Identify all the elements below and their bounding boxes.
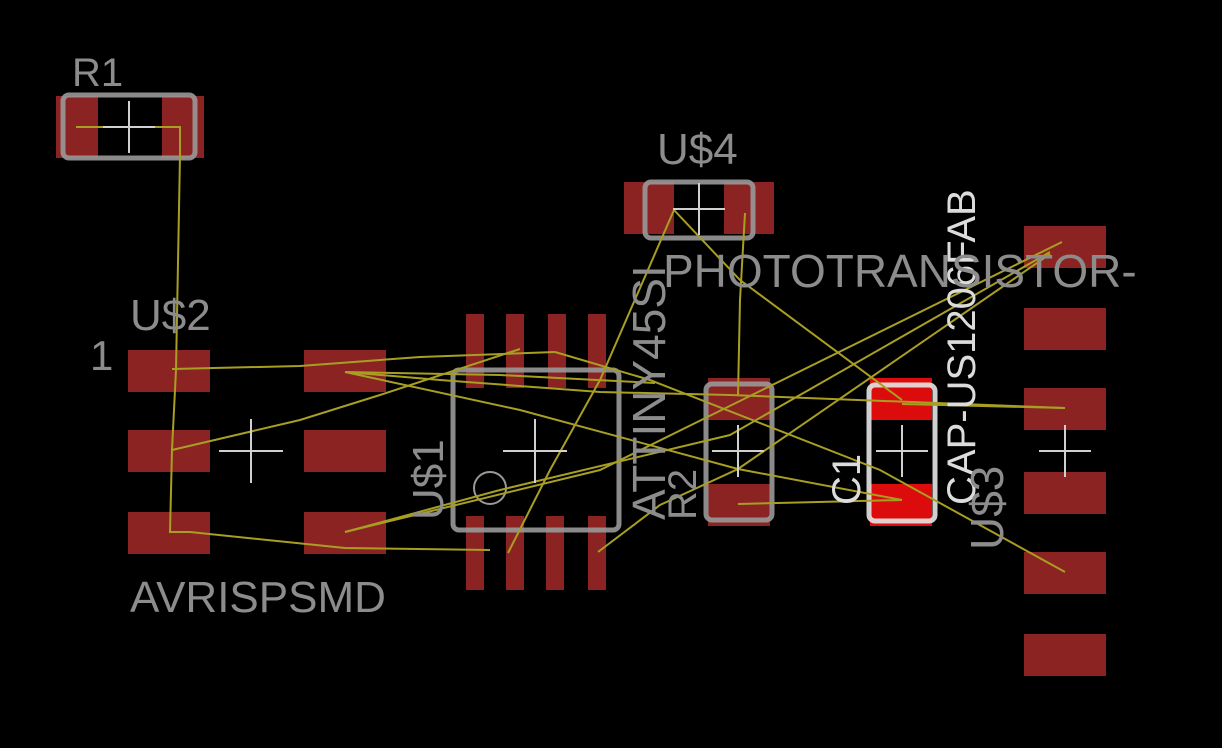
- outline-r1: [60, 92, 198, 161]
- outline-u1: [450, 367, 622, 533]
- airwire-9[interactable]: [554, 351, 1066, 573]
- airwire-15[interactable]: [901, 403, 1066, 409]
- pad-u3-2[interactable]: [1024, 308, 1106, 350]
- pad-u1-5[interactable]: [466, 516, 484, 590]
- outline-c1: [866, 382, 938, 524]
- airwire-6[interactable]: [344, 371, 903, 501]
- pad-u4-1[interactable]: [624, 182, 674, 234]
- pad-u1-8[interactable]: [588, 516, 606, 590]
- component-value-u3[interactable]: PHOTOTRANSISTOR-: [663, 245, 1137, 297]
- pad-u1-7[interactable]: [546, 516, 564, 590]
- origin-cross-icon: [876, 425, 928, 477]
- component-value-u2[interactable]: AVRISPSMD: [130, 573, 386, 622]
- outline-u4: [642, 179, 756, 241]
- origin-cross-icon: [503, 419, 567, 483]
- pad-u1-1[interactable]: [466, 314, 484, 388]
- pad-u3-3[interactable]: [1024, 388, 1106, 430]
- component-name-u1[interactable]: U$1: [404, 439, 453, 520]
- pad-u2-2[interactable]: [304, 350, 386, 392]
- origin-cross-icon: [103, 101, 155, 153]
- component-name-r2[interactable]: R2: [661, 469, 705, 520]
- airwire-12[interactable]: [673, 209, 903, 401]
- airwire-13[interactable]: [737, 212, 746, 396]
- silkscreen-layer: [60, 92, 938, 533]
- pad-u3-1[interactable]: [1024, 226, 1106, 268]
- pad-u4-2[interactable]: [724, 182, 774, 234]
- origin-cross-icon: [712, 425, 764, 477]
- component-name-c1[interactable]: C1: [825, 454, 869, 505]
- labels-layer: R1 U$4 U$2 AVRISPSMD 1 U$1 ATTINY45SI R2…: [72, 51, 1137, 622]
- component-value-c1[interactable]: CAP-US1206FAB: [940, 189, 984, 505]
- component-u4[interactable]: [624, 182, 774, 234]
- component-name-u4[interactable]: U$4: [657, 125, 738, 174]
- airwire-2[interactable]: [171, 351, 556, 370]
- origin-cross-icon: [673, 183, 725, 235]
- airwire-14[interactable]: [737, 499, 903, 505]
- component-u2[interactable]: [128, 350, 386, 554]
- component-name-r1[interactable]: R1: [72, 51, 123, 95]
- pad-u2-3[interactable]: [128, 430, 210, 472]
- component-u3[interactable]: [1024, 226, 1106, 676]
- component-name-u3[interactable]: U$3: [961, 466, 1013, 550]
- pad-u3-5[interactable]: [1024, 552, 1106, 594]
- component-name-u2[interactable]: U$2: [130, 291, 211, 340]
- component-value-u1[interactable]: ATTINY45SI: [623, 265, 675, 520]
- pad-u1-6[interactable]: [506, 516, 524, 590]
- airwire-8[interactable]: [344, 241, 1063, 533]
- airwire-5[interactable]: [344, 371, 656, 384]
- pad-u3-4[interactable]: [1024, 472, 1106, 514]
- pad-u3-6[interactable]: [1024, 634, 1106, 676]
- pad-u2-4[interactable]: [304, 430, 386, 472]
- origin-cross-icon: [219, 419, 283, 483]
- airwire-10[interactable]: [507, 209, 675, 554]
- pad-u2-1[interactable]: [128, 350, 210, 392]
- airwire-11[interactable]: [597, 253, 1051, 553]
- origin-cross-icon: [1039, 425, 1091, 477]
- pad-u1-4[interactable]: [588, 314, 606, 388]
- airwires-layer: [76, 126, 1066, 573]
- airwire-3[interactable]: [171, 348, 521, 451]
- origin-markers-layer: [103, 101, 1091, 483]
- airwire-4[interactable]: [344, 371, 1066, 409]
- pin1-marker-u2: 1: [90, 332, 113, 379]
